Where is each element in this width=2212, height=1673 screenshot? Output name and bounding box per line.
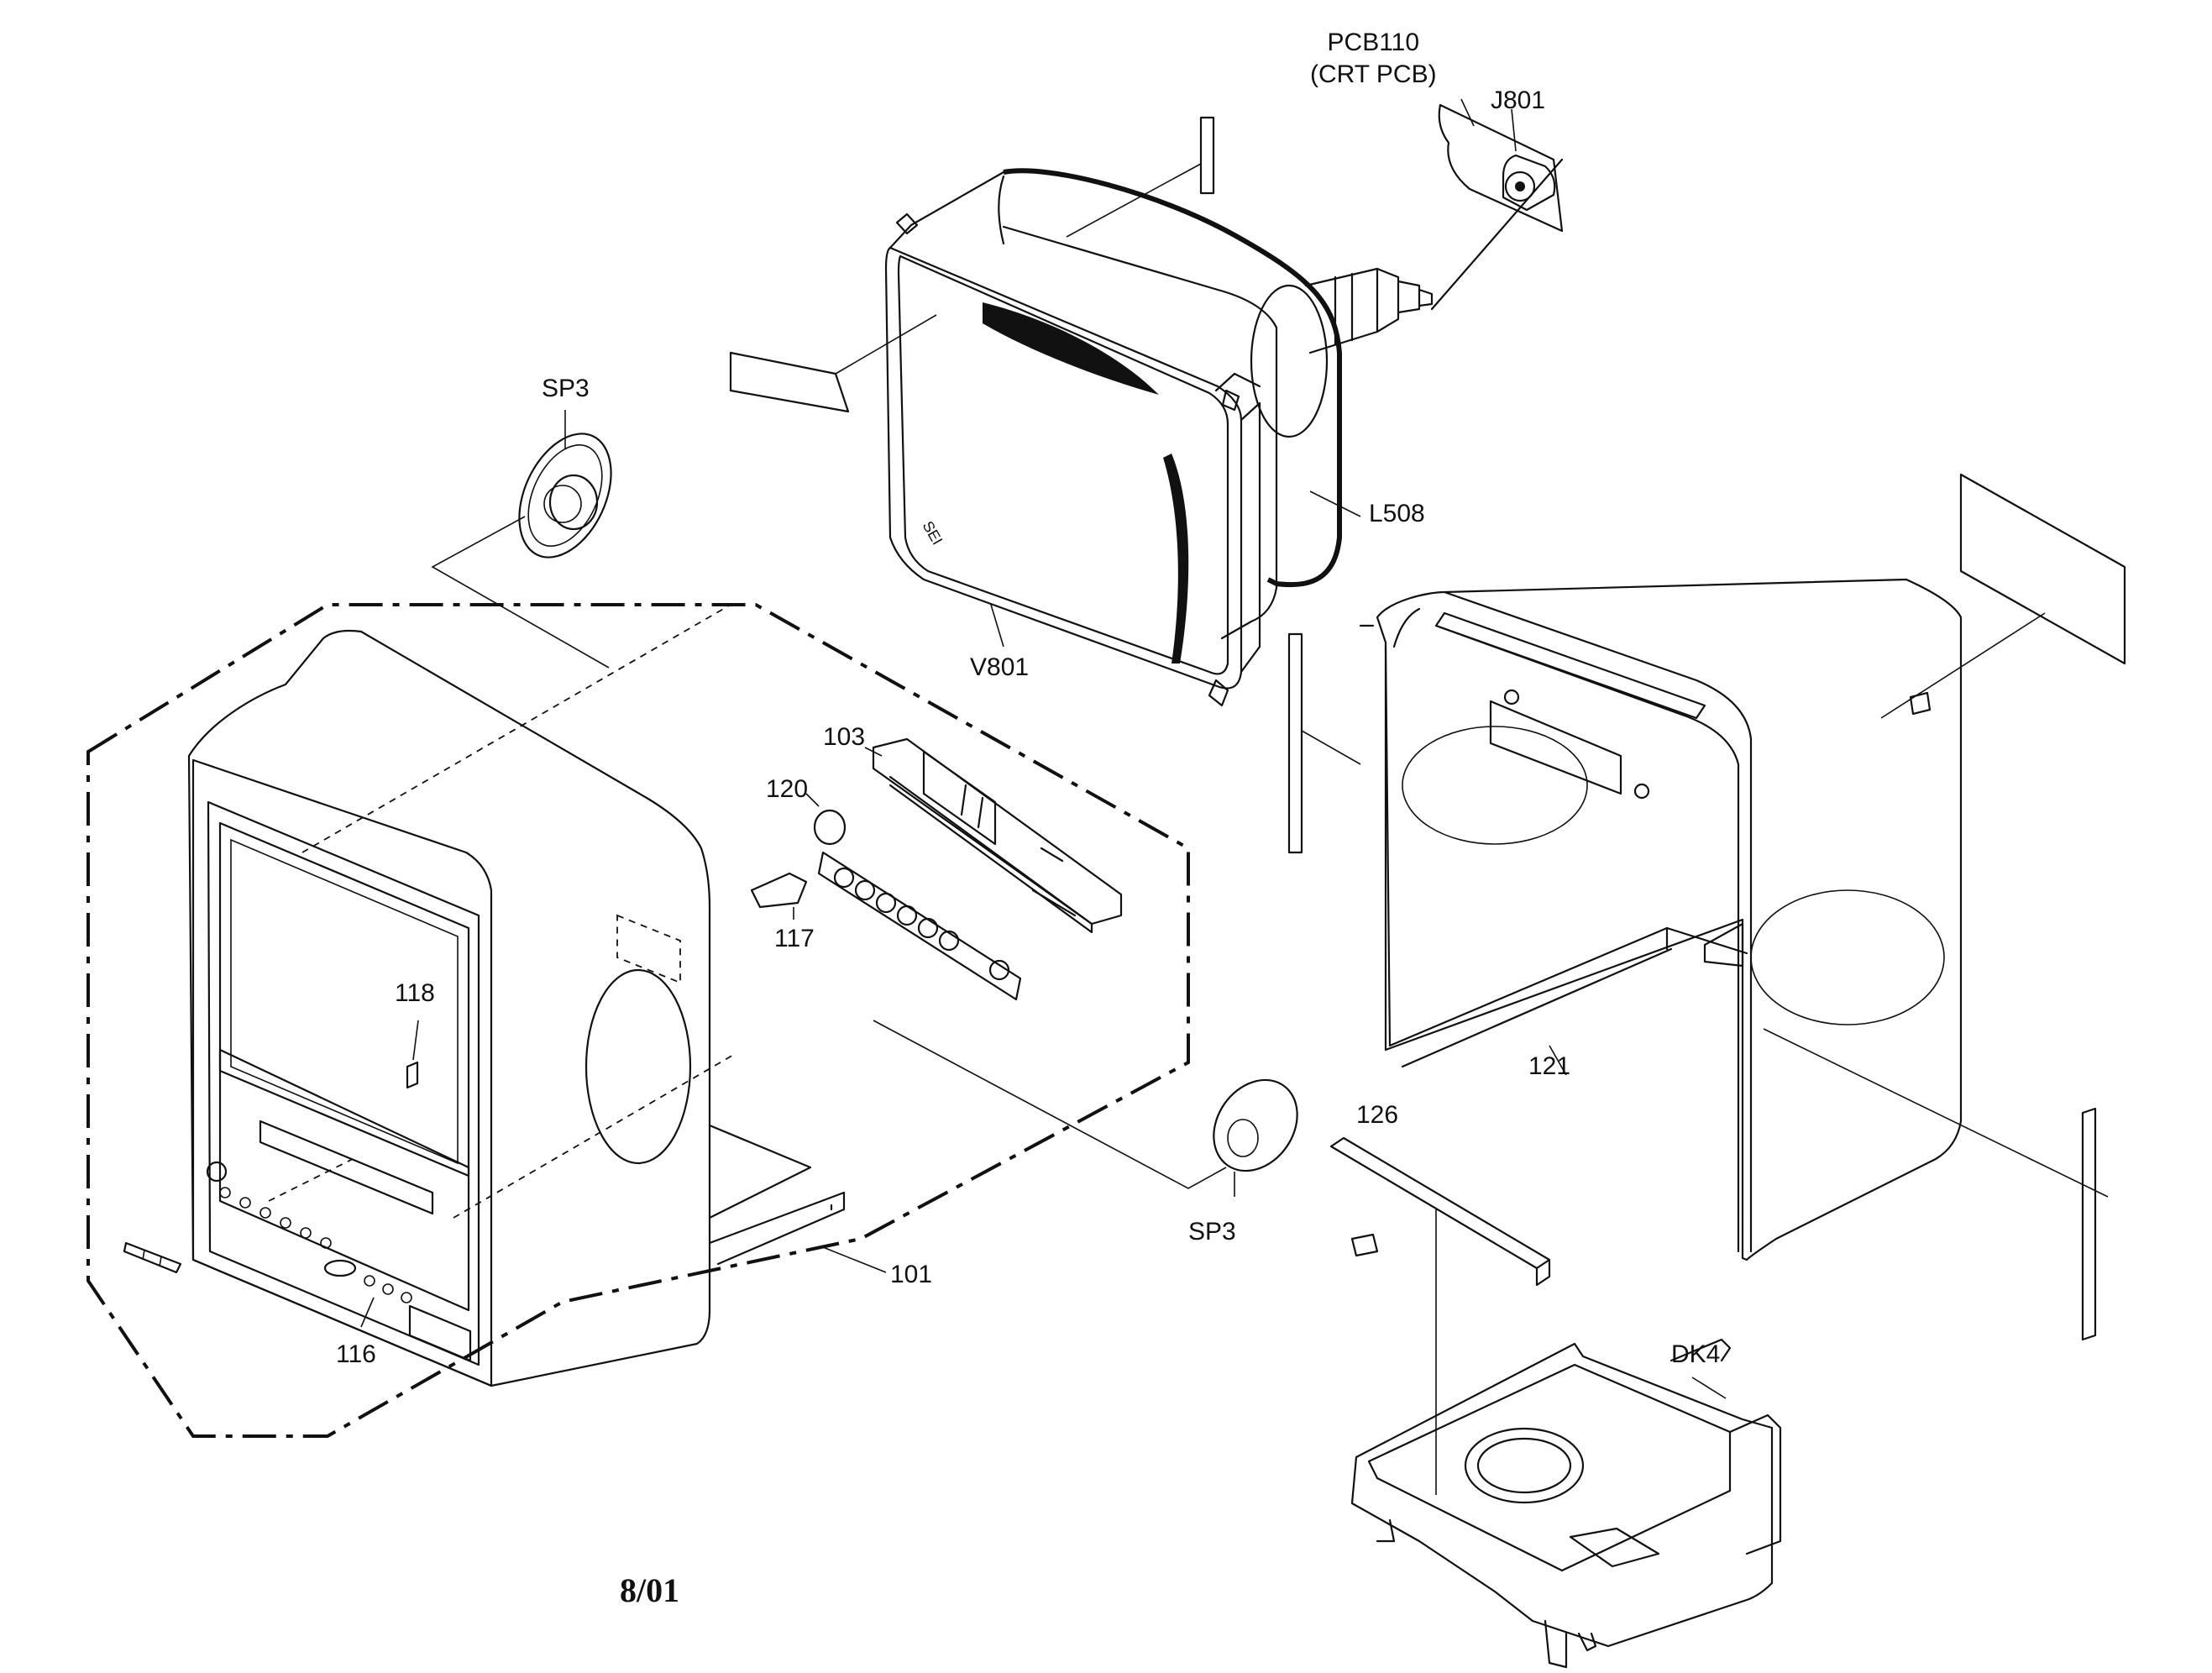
label-pcb110: PCB110 (CRT PCB) bbox=[1310, 27, 1437, 91]
leader-116 bbox=[360, 1297, 375, 1328]
leader-101 bbox=[822, 1246, 887, 1273]
button-strip bbox=[817, 851, 1022, 1001]
crt-pcb-pcb110 bbox=[1430, 98, 1564, 311]
front-cabinet-101 bbox=[123, 629, 846, 1387]
label-j801: J801 bbox=[1491, 87, 1546, 114]
rear-cabinet-121 bbox=[1287, 473, 2126, 1341]
crt-labels bbox=[729, 116, 1215, 413]
label-pcb110-line2: (CRT PCB) bbox=[1310, 60, 1437, 88]
crt-tube-v801: SEI bbox=[835, 163, 1434, 707]
control-board-103 bbox=[872, 737, 1123, 934]
label-120: 120 bbox=[766, 775, 809, 803]
projection-line bbox=[268, 1158, 354, 1202]
bar-126 bbox=[1329, 1136, 1551, 1495]
label-117: 117 bbox=[774, 925, 815, 952]
label-sp3-top: SP3 bbox=[542, 375, 590, 402]
speaker-sp3-bottom bbox=[873, 1020, 1298, 1197]
label-sp3-bottom: SP3 bbox=[1188, 1218, 1236, 1246]
part-117 bbox=[750, 872, 808, 920]
label-116: 116 bbox=[336, 1340, 376, 1368]
front-buttons bbox=[206, 1161, 472, 1362]
label-l508: L508 bbox=[1369, 500, 1425, 527]
leader-103 bbox=[864, 747, 883, 757]
label-121: 121 bbox=[1528, 1052, 1571, 1080]
label-v801: V801 bbox=[970, 653, 1030, 681]
label-pcb110-line1: PCB110 bbox=[1327, 29, 1420, 56]
label-126: 126 bbox=[1356, 1101, 1399, 1129]
leader-118 bbox=[412, 1020, 419, 1061]
label-118: 118 bbox=[395, 979, 435, 1007]
label-dk4: DK4 bbox=[1671, 1340, 1721, 1368]
svg-text:SEI: SEI bbox=[920, 518, 946, 548]
knob-120 bbox=[805, 793, 847, 846]
label-103: 103 bbox=[823, 723, 866, 751]
projection-line bbox=[301, 604, 731, 853]
speaker-sp3-top bbox=[431, 410, 612, 669]
projection-line bbox=[453, 1053, 736, 1219]
assembly-outline-101 bbox=[86, 603, 1190, 1438]
label-101: 101 bbox=[890, 1261, 933, 1288]
date-code: 8/01 bbox=[620, 1571, 680, 1609]
dvd-deck-dk4 bbox=[1350, 1338, 1782, 1669]
